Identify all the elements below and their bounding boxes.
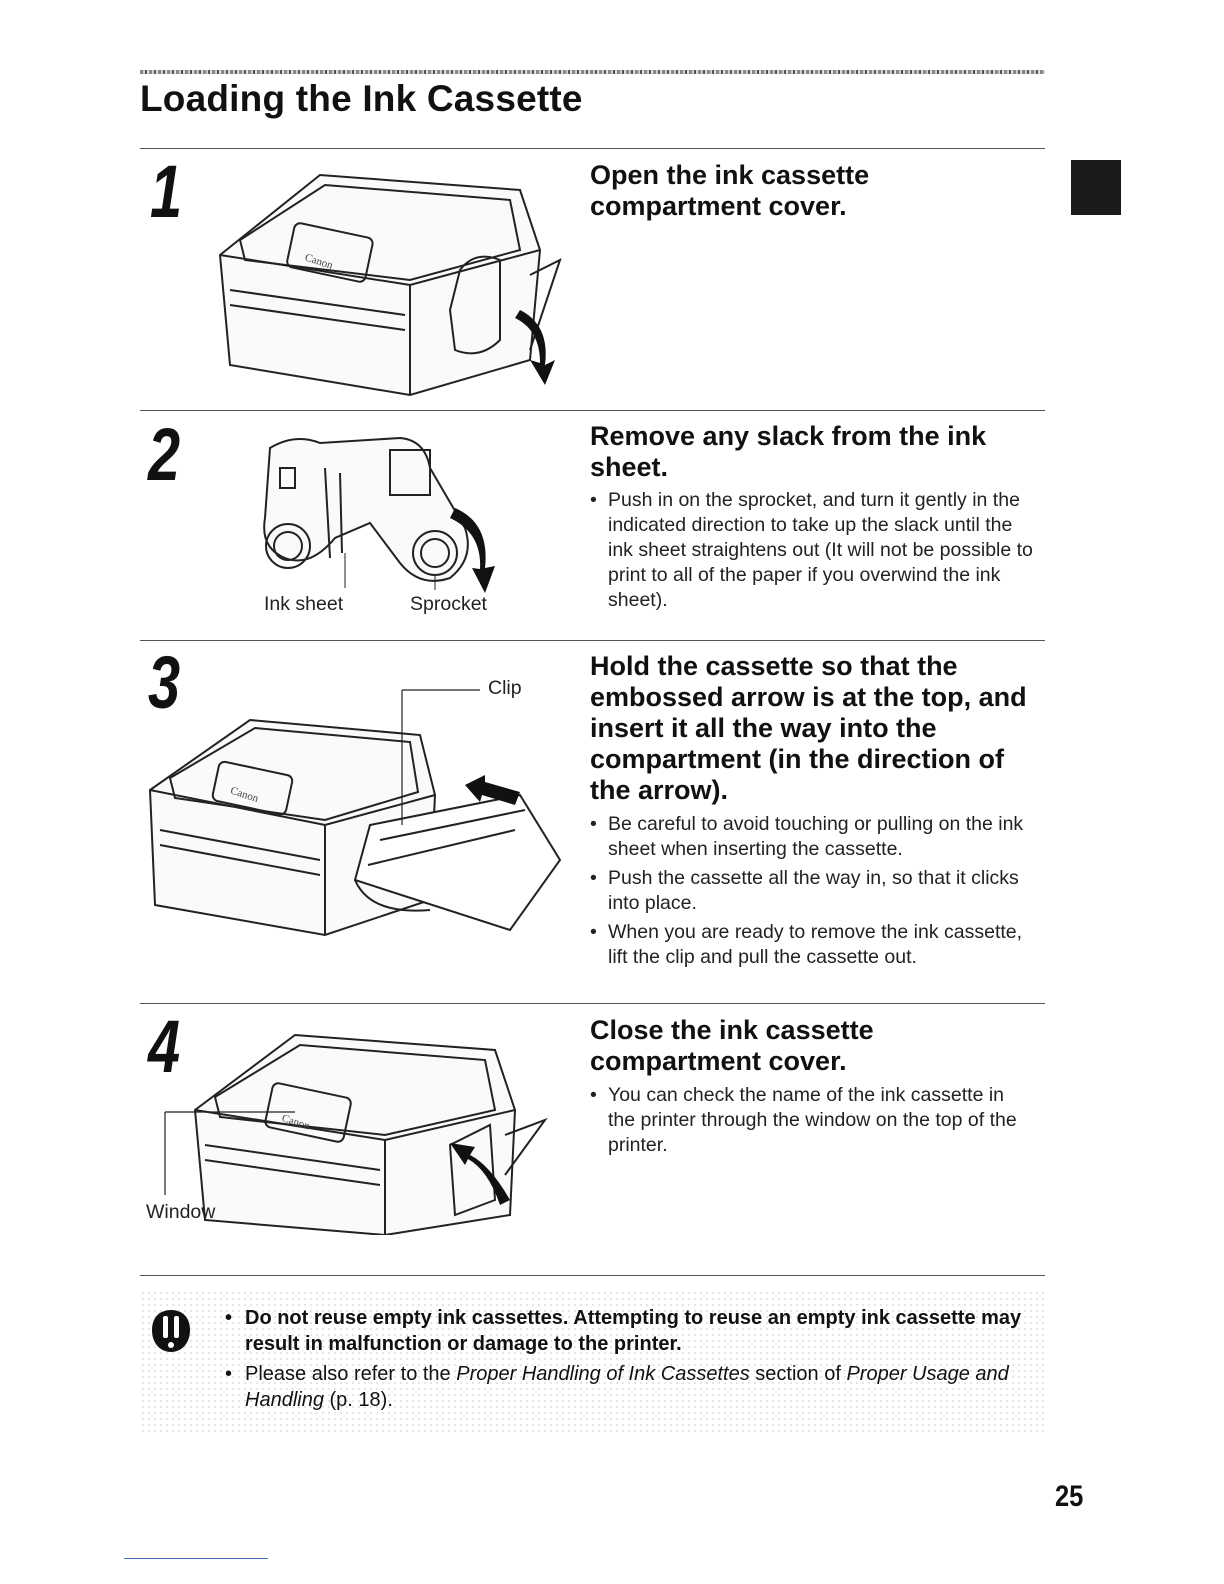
note-reference-text: Please also refer to the Proper Handling… — [225, 1361, 1035, 1413]
step-2-rule — [140, 410, 1045, 411]
note-rule — [140, 1275, 1045, 1276]
step-2-heading: Remove any slack from the ink sheet. — [590, 421, 987, 482]
title-rule — [140, 70, 1045, 74]
step-1-rule — [140, 148, 1045, 149]
ink-cassette-sprocket-illustration — [263, 436, 495, 593]
step-4-number: 4 — [148, 1005, 181, 1088]
step-3-bullets: Be careful to avoid touching or pulling … — [590, 812, 1035, 974]
page-number: 25 — [1055, 1480, 1084, 1513]
cassette-insert-illustration: Canon — [148, 689, 562, 937]
step-3-bullet: Be careful to avoid touching or pulling … — [590, 812, 1035, 862]
callout-clip: Clip — [488, 677, 522, 699]
step-2-number: 2 — [148, 413, 181, 496]
callout-window: Window — [146, 1201, 216, 1223]
footer-line — [124, 1558, 268, 1559]
callout-sprocket: Sprocket — [410, 593, 487, 615]
step-2-bullet: Push in on the sprocket, and turn it gen… — [590, 488, 1035, 613]
insert-arrow-icon — [465, 775, 520, 805]
step-2-bullets: Push in on the sprocket, and turn it gen… — [590, 488, 1035, 617]
caution-icon — [152, 1310, 190, 1352]
step-3-number: 3 — [148, 641, 181, 724]
step-3-bullet: When you are ready to remove the ink cas… — [590, 920, 1035, 970]
step-1-number: 1 — [150, 150, 183, 233]
step-4-bullet: You can check the name of the ink casset… — [590, 1083, 1035, 1158]
step-4-heading: Close the ink cassette compartment cover… — [590, 1015, 874, 1076]
step-1-heading: Open the ink cassette compartment cover. — [590, 160, 870, 221]
note-bullets: Do not reuse empty ink cassettes. Attemp… — [225, 1305, 1035, 1417]
step-4-bullets: You can check the name of the ink casset… — [590, 1083, 1035, 1162]
down-arrow-icon — [515, 310, 555, 385]
step-3-bullet: Push the cassette all the way in, so tha… — [590, 866, 1035, 916]
step-4-rule — [140, 1003, 1045, 1004]
step-3-heading: Hold the cassette so that the embossed a… — [590, 651, 1027, 805]
printer-open-cover-illustration: Canon — [218, 173, 562, 397]
step-3-rule — [140, 640, 1045, 641]
chapter-thumb-tab — [1071, 160, 1121, 215]
close-arrow-icon — [450, 1143, 510, 1205]
rotate-arrow-icon — [450, 508, 495, 593]
note-warning-text: Do not reuse empty ink cassettes. Attemp… — [225, 1305, 1035, 1357]
page-title: Loading the Ink Cassette — [140, 78, 583, 119]
callout-ink-sheet: Ink sheet — [264, 593, 344, 615]
printer-close-cover-illustration: Canon — [164, 1033, 548, 1235]
